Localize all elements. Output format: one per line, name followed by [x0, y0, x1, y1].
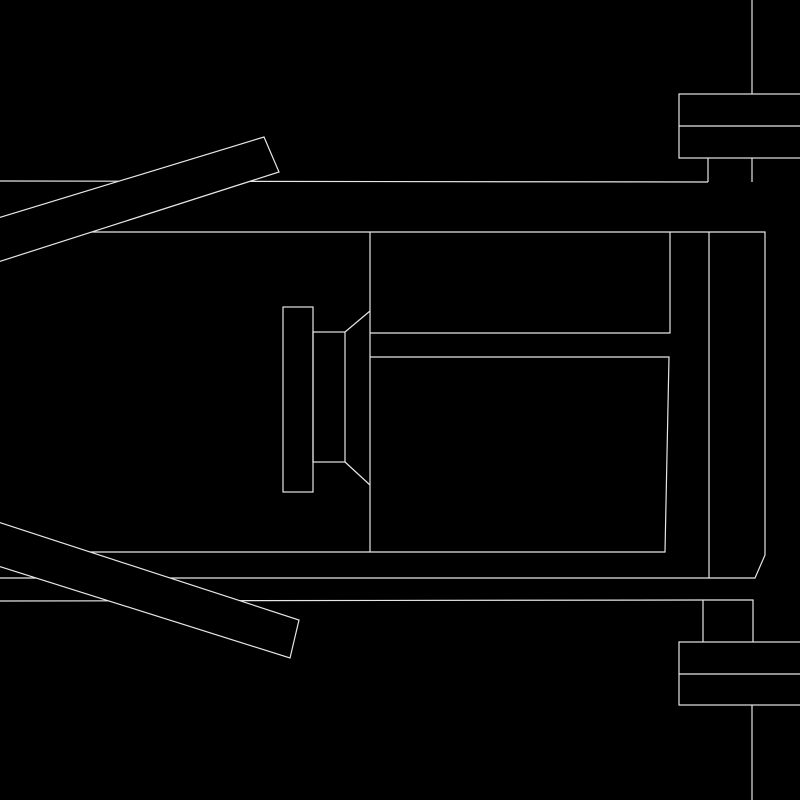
speaker	[282, 306, 371, 493]
speaker-cone-top	[344, 310, 371, 333]
speaker-plate	[282, 306, 314, 493]
speaker-body	[312, 331, 346, 463]
wheels	[678, 0, 800, 800]
upper-beam	[0, 136, 280, 262]
speaker-cone-bottom	[344, 461, 371, 486]
lower-beam	[0, 522, 300, 659]
bottom-wheel-mount-right	[703, 599, 754, 642]
upper-compartment	[370, 232, 671, 334]
top-outer-edge	[0, 180, 709, 183]
inner-top-edge	[0, 231, 766, 579]
body-outline	[0, 180, 766, 602]
side-beams	[0, 136, 300, 659]
cabin	[0, 232, 671, 553]
lower-compartment	[0, 356, 670, 553]
